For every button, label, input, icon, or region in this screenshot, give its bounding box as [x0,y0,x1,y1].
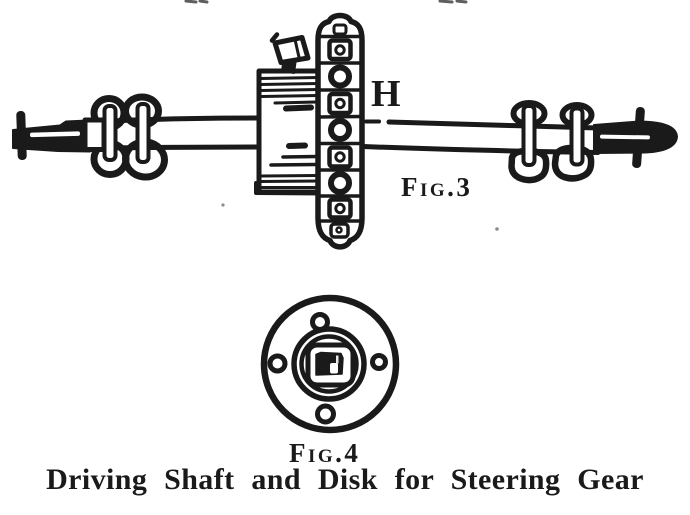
figure-caption: Driving Shaft and Disk for Steering Gear [46,463,644,496]
keyway-slot [315,351,344,376]
page-crop-marks [184,0,468,4]
chain-strip [315,12,365,250]
chain-ring-links [328,64,352,195]
right-bearing-pins [521,104,585,167]
fig4-caption: Fig.4 [289,438,361,468]
bolt-holes [267,312,388,425]
fig3-caption: Fig.3 [401,172,473,202]
scan-specks [221,203,499,231]
shaft-right-end [593,107,678,168]
disk-inner-ring-1 [291,326,367,402]
grease-cup [269,32,311,74]
shaft-collar [82,117,107,152]
disk-inner-ring-2 [299,334,359,394]
left-bearing-pins [102,102,151,164]
winding-drum [254,68,327,196]
shaft-left-end [12,110,91,161]
fig3-part-label-h: H [371,73,401,115]
fig3-driving-shaft-drawing [12,12,678,250]
chain-square-links [327,38,353,220]
fig4-disk-drawing [260,294,400,434]
